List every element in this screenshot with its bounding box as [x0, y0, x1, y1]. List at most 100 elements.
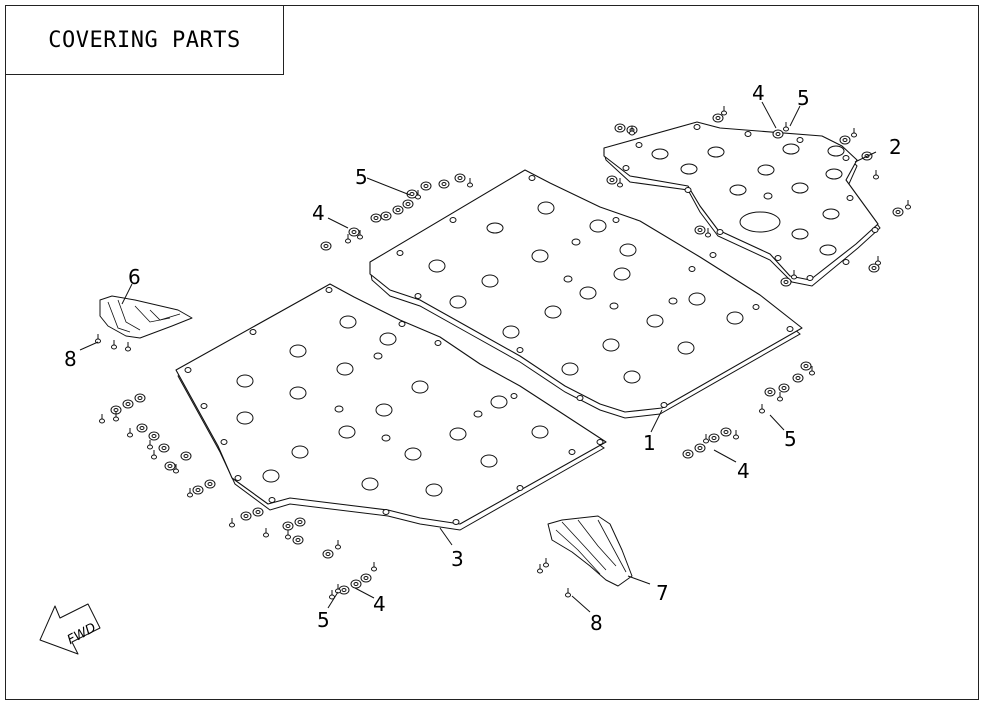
- mount-hole: [563, 275, 573, 283]
- bolt-head: [875, 260, 881, 266]
- edge-hole: [596, 439, 604, 445]
- callout-8-left: 8: [64, 347, 77, 371]
- guard-6: [99, 295, 193, 339]
- washer-center: [383, 214, 389, 218]
- edge-hole: [452, 519, 460, 525]
- edge-hole: [709, 252, 717, 258]
- mount-hole: [411, 380, 429, 394]
- bolt-head: [905, 204, 911, 210]
- mount-hole: [651, 148, 669, 160]
- bolt-head: [345, 238, 351, 244]
- mount-hole: [379, 332, 397, 346]
- mount-hole: [825, 168, 843, 180]
- edge-hole: [842, 155, 850, 161]
- edge-hole: [516, 347, 524, 353]
- mount-hole: [763, 192, 773, 200]
- callout-5-bottom: 5: [317, 608, 330, 632]
- mount-hole: [289, 344, 307, 358]
- washer-center: [139, 426, 145, 430]
- washer-center: [441, 182, 447, 186]
- mount-hole: [822, 208, 840, 220]
- drawing-frame: [5, 5, 979, 700]
- edge-hole: [842, 259, 850, 265]
- bolt-head: [543, 562, 549, 568]
- bolt-head: [335, 588, 341, 594]
- bolt-head: [617, 182, 623, 188]
- callout-5-upper-left: 5: [355, 165, 368, 189]
- mount-hole: [473, 410, 483, 418]
- bolt-head: [783, 126, 789, 132]
- mount-hole: [449, 427, 467, 441]
- washer-center: [767, 390, 773, 394]
- guard-7: [547, 515, 633, 587]
- bolt-head: [335, 544, 341, 550]
- bolt-head: [851, 132, 857, 138]
- mount-hole: [544, 305, 562, 319]
- mount-hole: [361, 477, 379, 491]
- edge-hole: [510, 393, 518, 399]
- mount-hole: [602, 338, 620, 352]
- mount-hole: [589, 219, 607, 233]
- edge-hole: [612, 217, 620, 223]
- callout-6: 6: [128, 265, 141, 289]
- mount-hole: [827, 145, 845, 157]
- bolt-head: [127, 432, 133, 438]
- edge-hole: [268, 497, 276, 503]
- mount-hole: [404, 447, 422, 461]
- bolt-head: [371, 566, 377, 572]
- bolt-head: [285, 534, 291, 540]
- washer-center: [409, 192, 415, 196]
- mount-hole: [623, 370, 641, 384]
- washer-center: [697, 228, 703, 232]
- bolt-head: [759, 408, 765, 414]
- edge-hole: [684, 187, 692, 193]
- washer-center: [781, 386, 787, 390]
- mount-hole: [502, 325, 520, 339]
- bolt-head: [777, 396, 783, 402]
- mount-hole: [739, 211, 781, 233]
- edge-hole: [576, 395, 584, 401]
- washer-center: [295, 538, 301, 542]
- callout-1: 1: [643, 431, 656, 455]
- mount-hole: [428, 259, 446, 273]
- mount-hole: [262, 469, 280, 483]
- washer-center: [183, 454, 189, 458]
- washer-center: [795, 376, 801, 380]
- mount-hole: [336, 362, 354, 376]
- bolt-head: [111, 344, 117, 350]
- edge-hole: [774, 255, 782, 261]
- callout-4-bottom: 4: [373, 592, 386, 616]
- washer-center: [803, 364, 809, 368]
- washer-center: [161, 446, 167, 450]
- washer-center: [715, 116, 721, 120]
- edge-hole: [184, 367, 192, 373]
- bolt-head: [733, 434, 739, 440]
- mount-hole: [646, 314, 664, 328]
- mount-hole: [375, 403, 393, 417]
- callout-2: 2: [889, 135, 902, 159]
- cover-plate-2: [603, 121, 881, 287]
- mount-hole: [609, 302, 619, 310]
- bolt-head: [173, 468, 179, 474]
- washer-center: [842, 138, 848, 142]
- washer-center: [685, 452, 691, 456]
- edge-hole: [635, 142, 643, 148]
- washer-center: [395, 208, 401, 212]
- mount-hole: [579, 286, 597, 300]
- edge-hole: [693, 124, 701, 130]
- washer-center: [195, 488, 201, 492]
- edge-hole: [846, 195, 854, 201]
- edge-hole: [325, 287, 333, 293]
- edge-hole: [786, 326, 794, 332]
- mount-hole: [236, 411, 254, 425]
- bolt-head: [125, 346, 131, 352]
- callout-7: 7: [656, 581, 669, 605]
- washer-center: [363, 576, 369, 580]
- washer-center: [423, 184, 429, 188]
- edge-hole: [234, 475, 242, 481]
- mount-hole: [490, 395, 508, 409]
- cover-plate-1: [369, 169, 803, 419]
- bolt-head: [415, 194, 421, 200]
- bolt-head: [565, 592, 571, 598]
